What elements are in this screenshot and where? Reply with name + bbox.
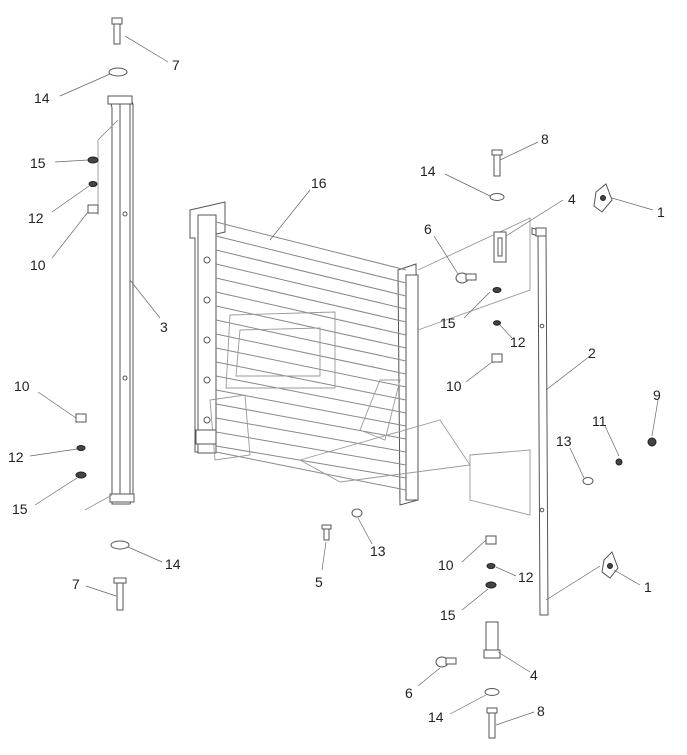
callout-10-low: 10 (14, 378, 30, 394)
callout-12-right: 12 (518, 569, 534, 585)
nut-10-left (87, 204, 99, 214)
stud-6-bottom (435, 656, 457, 668)
callout-10-right: 10 (438, 557, 454, 573)
washer-15-mid (492, 287, 502, 293)
bracket-2 (531, 227, 549, 616)
callout-15-right: 15 (440, 607, 456, 623)
bolt-7-bottom (113, 577, 127, 611)
callout-8-bot: 8 (537, 703, 545, 719)
mount-1-top (593, 183, 613, 213)
nut-10-right (485, 535, 497, 545)
callout-6-top: 6 (424, 221, 432, 237)
callout-16: 16 (311, 175, 327, 191)
bolt-7-top (111, 17, 123, 45)
callout-15-mid: 15 (440, 315, 456, 331)
callout-12-left: 12 (28, 210, 44, 226)
callout-11: 11 (592, 413, 607, 429)
nut-10-low (75, 413, 87, 423)
washer-15-left (87, 156, 99, 164)
nut-9 (647, 437, 657, 447)
callout-15-left: 15 (30, 155, 46, 171)
callout-14-mid: 14 (420, 163, 436, 179)
clip-4-bottom (483, 621, 501, 659)
callout-14-top: 14 (34, 90, 50, 106)
callout-2: 2 (588, 345, 596, 361)
callout-6-bot: 6 (405, 685, 413, 701)
bracket-3 (84, 95, 135, 511)
washer-13-right (582, 477, 594, 485)
callout-1-bot: 1 (644, 579, 652, 595)
callout-13-right: 13 (556, 433, 572, 449)
callout-4-bot: 4 (530, 667, 538, 683)
condenser-core-16 (189, 201, 471, 506)
washer-14-bottom (110, 540, 130, 550)
stud-6-top (455, 272, 477, 284)
callout-3: 3 (160, 319, 168, 335)
bolt-8-bottom (486, 707, 498, 739)
washer-12-low (76, 445, 86, 451)
condenser-tubes (215, 221, 407, 491)
washer-15-right (485, 581, 497, 589)
washer-12-right (486, 563, 496, 569)
washer-13-bottom (351, 508, 363, 518)
left-bracket-assembly (75, 17, 135, 611)
callout-7-bot: 7 (72, 576, 80, 592)
callout-10-left: 10 (30, 257, 46, 273)
callout-10-mid: 10 (446, 378, 462, 394)
washer-14-right (484, 688, 500, 696)
nut-10-mid (491, 353, 503, 363)
leader-lines (29, 35, 659, 726)
callout-12-low: 12 (8, 449, 24, 465)
bolt-8-top (491, 149, 503, 177)
callout-14-right: 14 (428, 709, 444, 725)
washer-14-mid (489, 193, 505, 201)
clip-4-top (493, 231, 507, 263)
washer-15-low (75, 471, 87, 479)
callout-8-top: 8 (541, 131, 549, 147)
callout-14-bot: 14 (165, 556, 181, 572)
callout-5: 5 (315, 574, 323, 590)
callout-7-top: 7 (172, 57, 180, 73)
callout-labels: 7 14 15 12 10 3 10 12 15 14 7 16 8 14 4 … (8, 57, 665, 725)
callout-9: 9 (653, 387, 661, 403)
washer-12-left (88, 181, 98, 187)
callout-1-top: 1 (657, 204, 665, 220)
callout-15-low: 15 (12, 501, 28, 517)
fin-pattern (209, 311, 471, 483)
washer-12-mid (493, 320, 501, 326)
screw-5 (321, 524, 332, 541)
mount-1-bottom (601, 551, 619, 579)
callout-13-bot: 13 (370, 543, 386, 559)
washer-11 (615, 458, 623, 466)
callout-12-mid: 12 (510, 334, 526, 350)
callout-4-top: 4 (568, 191, 576, 207)
washer-14-top (108, 67, 128, 77)
right-bracket-assembly (321, 149, 657, 739)
